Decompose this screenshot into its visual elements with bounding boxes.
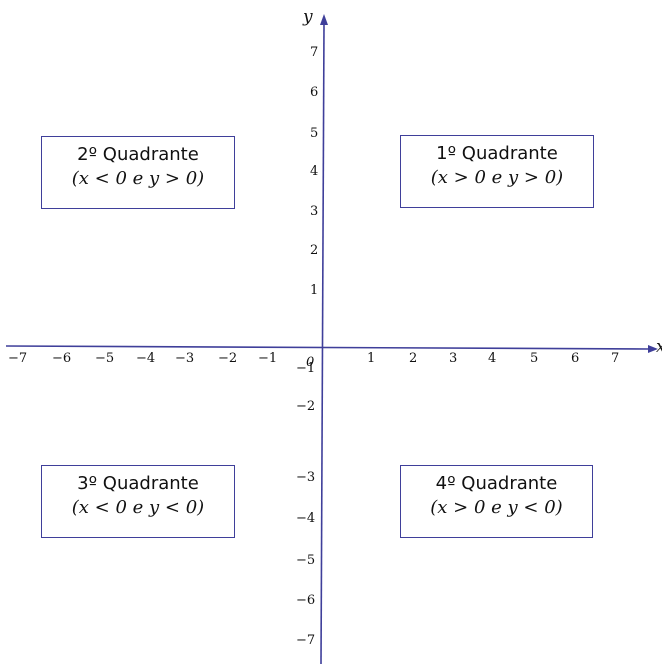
y-tick-labels: 7 6 5 4 3 2 1 −1 −2 −3 −4 −5 −6 −7 bbox=[296, 45, 318, 648]
quadrant-2-condition: (x < 0 e y > 0) bbox=[71, 168, 205, 189]
x-tick-label: 4 bbox=[488, 351, 496, 366]
x-tick-label: −7 bbox=[8, 351, 27, 366]
y-tick-label: −6 bbox=[296, 593, 315, 608]
quadrant-3-name: 3º Quadrante bbox=[77, 473, 199, 494]
y-tick-label: 3 bbox=[310, 204, 318, 219]
x-tick-label: −2 bbox=[218, 351, 237, 366]
y-axis-line bbox=[320, 23, 325, 665]
y-tick-label: 7 bbox=[310, 45, 318, 60]
y-tick-label: 6 bbox=[310, 85, 318, 100]
y-axis-arrow-icon bbox=[320, 14, 328, 25]
x-axis-line bbox=[5, 345, 651, 350]
y-axis-label: y bbox=[302, 7, 313, 27]
quadrant-2-box: 2º Quadrante (x < 0 e y > 0) bbox=[41, 136, 235, 209]
y-tick-label: −5 bbox=[296, 553, 315, 568]
origin-label: 0 bbox=[306, 355, 314, 370]
x-tick-label: 5 bbox=[530, 351, 538, 366]
x-tick-label: −5 bbox=[95, 351, 114, 366]
quadrant-2-name: 2º Quadrante bbox=[77, 144, 199, 165]
y-tick-label: 2 bbox=[310, 243, 318, 258]
x-tick-label: −1 bbox=[258, 351, 277, 366]
quadrant-4-box: 4º Quadrante (x > 0 e y < 0) bbox=[400, 465, 593, 538]
quadrant-4-name: 4º Quadrante bbox=[435, 473, 558, 494]
x-tick-labels: −7 −6 −5 −4 −3 −2 −1 1 2 3 4 5 6 7 bbox=[8, 351, 619, 366]
y-tick-label: −4 bbox=[296, 511, 315, 526]
y-tick-label: 4 bbox=[310, 164, 318, 179]
quadrant-3-box: 3º Quadrante (x < 0 e y < 0) bbox=[41, 465, 235, 538]
x-tick-label: −3 bbox=[175, 351, 194, 366]
x-tick-label: 6 bbox=[571, 351, 579, 366]
x-tick-label: 2 bbox=[409, 351, 417, 366]
quadrant-3-condition: (x < 0 e y < 0) bbox=[71, 497, 205, 518]
x-axis-label: x bbox=[656, 337, 662, 357]
x-tick-label: 1 bbox=[367, 351, 375, 366]
x-tick-label: 7 bbox=[611, 351, 619, 366]
y-tick-label: −7 bbox=[296, 633, 315, 648]
y-tick-label: 1 bbox=[310, 283, 318, 298]
x-tick-label: 3 bbox=[449, 351, 457, 366]
quadrant-1-name: 1º Quadrante bbox=[436, 143, 558, 164]
quadrant-1-condition: (x > 0 e y > 0) bbox=[430, 167, 564, 188]
y-tick-label: 5 bbox=[310, 126, 318, 141]
y-tick-label: −3 bbox=[296, 470, 315, 485]
x-axis-arrow-icon bbox=[648, 345, 658, 353]
x-tick-label: −4 bbox=[136, 351, 155, 366]
y-tick-label: −2 bbox=[296, 399, 315, 414]
quadrant-1-box: 1º Quadrante (x > 0 e y > 0) bbox=[400, 135, 594, 208]
quadrant-4-condition: (x > 0 e y < 0) bbox=[430, 497, 563, 518]
x-tick-label: −6 bbox=[52, 351, 71, 366]
y-tick-label: −1 bbox=[296, 361, 315, 376]
